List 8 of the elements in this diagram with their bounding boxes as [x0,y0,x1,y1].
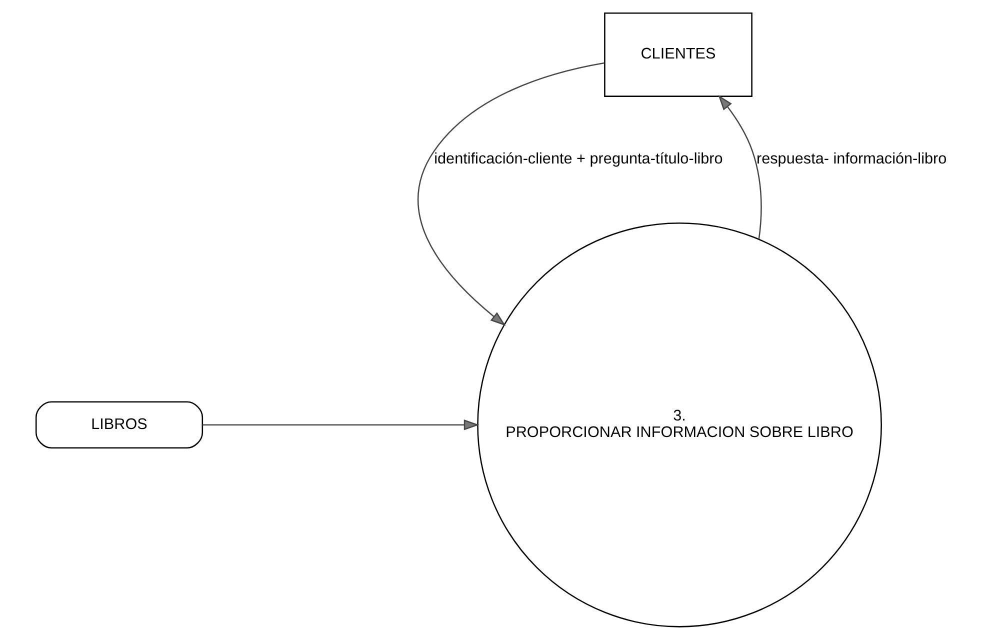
node-box: LIBROS [34,401,203,449]
edge-label: identificación-cliente + pregunta-título-libro [434,150,722,168]
node-circle: 3. PROPORCIONAR INFORMACION SOBRE LIBRO [476,222,882,628]
arrow [417,62,604,326]
arrow [202,420,479,430]
edge-label: respuesta- información-libro [756,150,946,168]
arrow [718,94,762,240]
node-box: CLIENTES [604,12,752,97]
